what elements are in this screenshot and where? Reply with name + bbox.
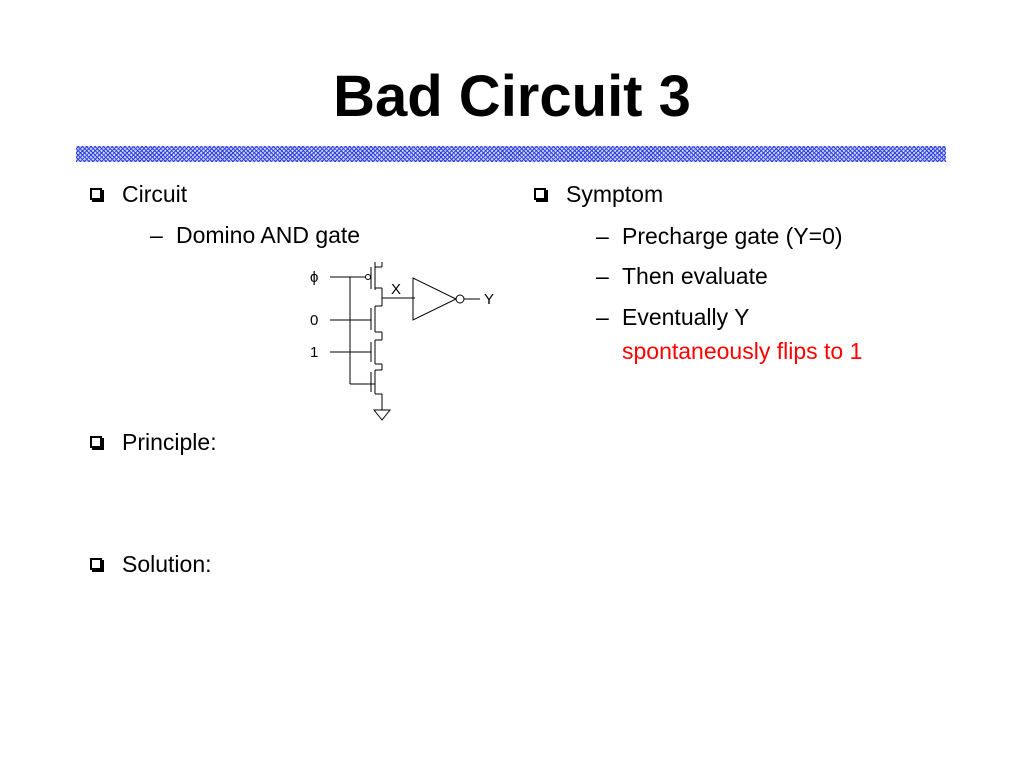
- bullet-principle-label: Principle:: [122, 429, 217, 455]
- dash-bullet: –: [596, 304, 609, 330]
- sub-bullet-domino-label: Domino AND gate: [176, 222, 361, 248]
- sub-bullet-domino: – Domino AND gate: [150, 218, 360, 252]
- dash-bullet: –: [596, 263, 609, 289]
- bullet-solution-label: Solution:: [122, 551, 212, 577]
- bullet-solution: Solution:: [90, 550, 212, 578]
- bullet-circuit-label: Circuit: [122, 181, 188, 207]
- sub-bullet-eventually-text: Eventually Y spontaneously flips to 1: [622, 300, 862, 368]
- bullet-principle: Principle:: [90, 428, 217, 456]
- slide-title: Bad Circuit 3: [333, 64, 691, 129]
- sub-bullet-precharge-label: Precharge gate (Y=0): [622, 223, 843, 249]
- bullet-circuit: Circuit: [90, 180, 187, 208]
- clock-label: ϕ: [310, 269, 318, 286]
- checkbox-bullet-icon: [90, 436, 102, 448]
- input-1-label: 1: [310, 344, 318, 361]
- dash-bullet: –: [150, 222, 163, 248]
- checkbox-bullet-icon: [534, 188, 546, 200]
- domino-circuit-diagram: ϕ 0 1 X Y: [310, 262, 494, 421]
- checkbox-bullet-icon: [90, 188, 102, 200]
- title-divider: [76, 146, 946, 162]
- sub-bullet-eventually-label: Eventually Y: [622, 304, 750, 330]
- dash-bullet: –: [596, 223, 609, 249]
- checkbox-bullet-icon: [90, 558, 102, 570]
- sub-bullet-evaluate-label: Then evaluate: [622, 263, 768, 289]
- node-x-label: X: [391, 281, 401, 298]
- sub-bullet-eventually: – Eventually Y spontaneously flips to 1: [596, 300, 862, 368]
- output-y-label: Y: [484, 291, 494, 308]
- sub-bullet-evaluate: – Then evaluate: [596, 259, 768, 293]
- bullet-symptom: Symptom: [534, 180, 663, 208]
- sub-bullet-precharge: – Precharge gate (Y=0): [596, 219, 843, 253]
- highlight-flips-text: spontaneously flips to 1: [622, 338, 863, 364]
- bullet-symptom-label: Symptom: [566, 181, 664, 207]
- input-0-label: 0: [310, 312, 318, 329]
